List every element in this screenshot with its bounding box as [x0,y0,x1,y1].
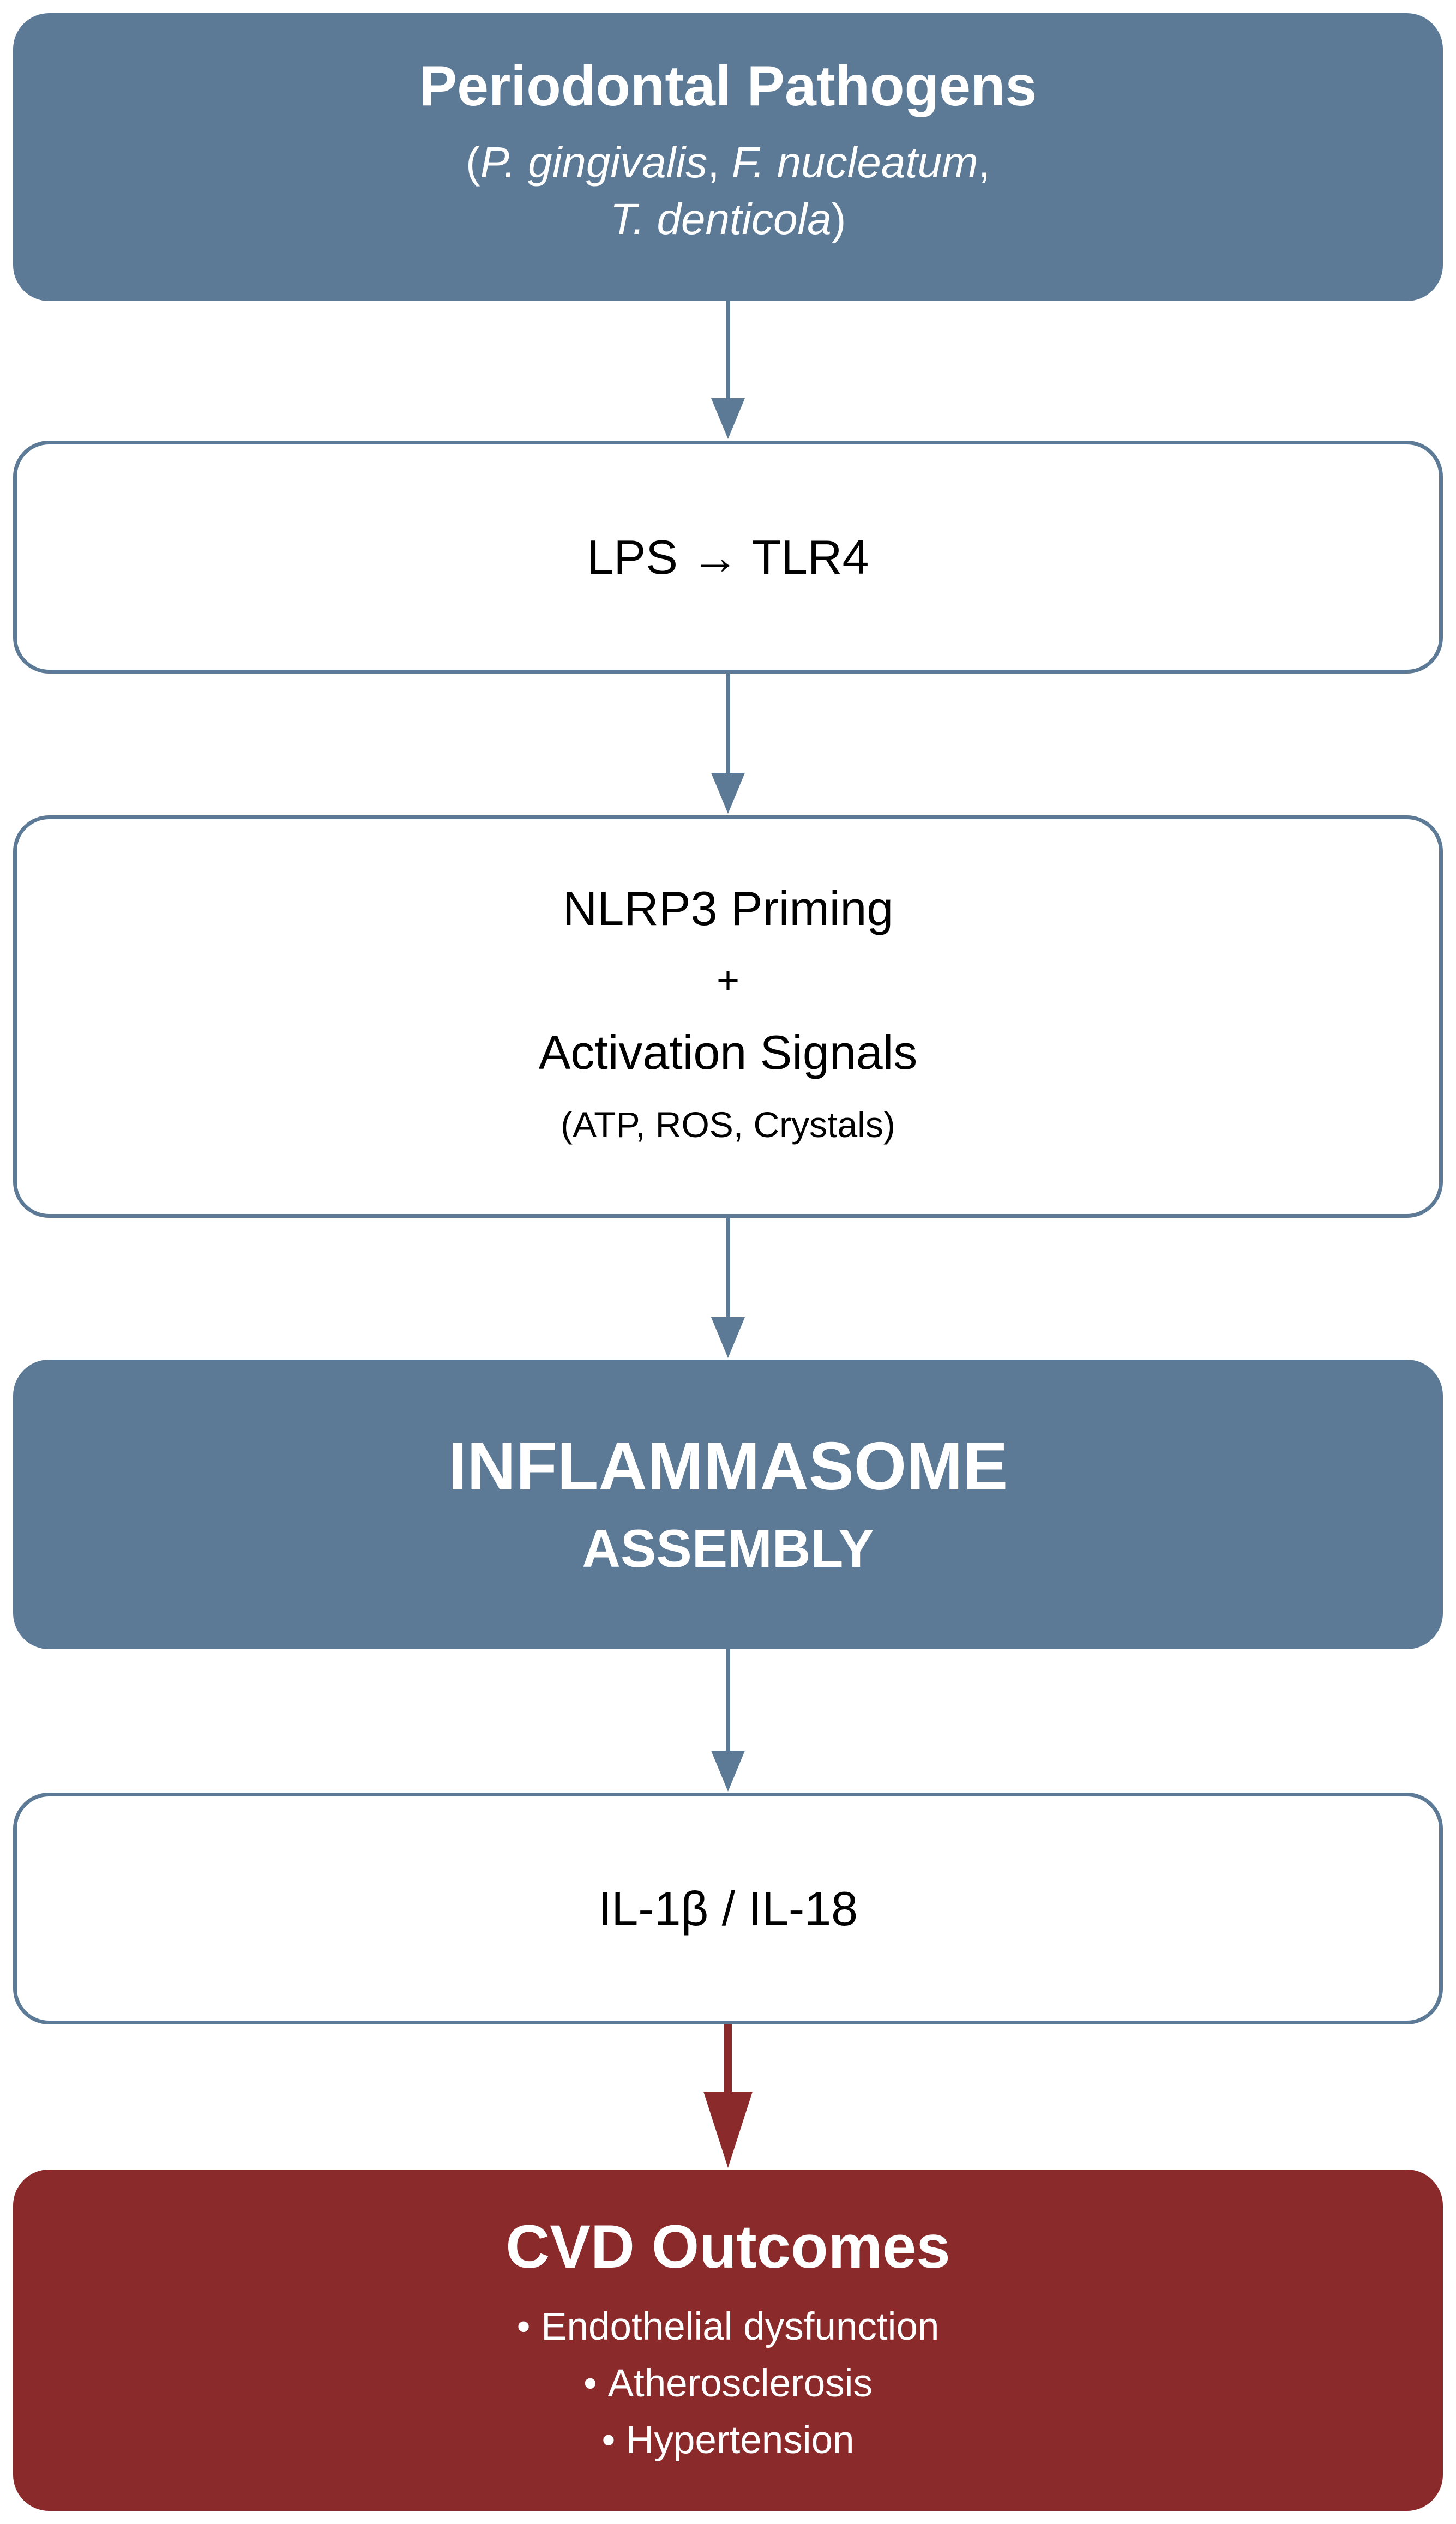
arrow-cytokines-to-cvd [703,2024,753,2168]
species-p-gingivalis: P. gingivalis [480,138,708,187]
nlrp3-priming: NLRP3 Priming [562,881,894,935]
pathogens-species: (P. gingivalis, F. nucleatum, T. denticol… [466,134,990,248]
cvd-outcomes-list: Endothelial dysfunction Atherosclerosis … [517,2299,940,2469]
outcome-endothelial-dysfunction: Endothelial dysfunction [517,2299,939,2355]
inflammasome-node: INFLAMMASOME ASSEMBLY [13,1360,1443,1649]
cvd-outcomes-node: CVD Outcomes Endothelial dysfunction Ath… [13,2170,1443,2511]
open-paren: ( [466,138,480,187]
pathogens-node: Periodontal Pathogens (P. gingivalis, F.… [13,13,1443,301]
cytokines-label: IL-1β / IL-18 [598,1881,858,1936]
lps-tlr4-label: LPS → TLR4 [587,530,869,584]
close-paren: ) [831,195,846,243]
species-t-denticola: T. denticola [610,195,832,243]
species-f-nucleatum: F. nucleatum [731,138,978,187]
arrow-nlrp3-to-inflammasome [711,1218,745,1358]
activation-examples: (ATP, ROS, Crystals) [561,1104,895,1145]
species-comma-1: , [707,138,732,187]
arrow-inflammasome-to-cytokines [711,1649,745,1792]
cvd-outcomes-title: CVD Outcomes [506,2213,950,2281]
arrow-pathogens-to-lps [711,301,745,439]
outcome-atherosclerosis: Atherosclerosis [517,2355,940,2412]
cytokines-node: IL-1β / IL-18 [13,1793,1443,2024]
inflammasome-title: INFLAMMASOME [448,1428,1008,1504]
activation-signals: Activation Signals [538,1025,918,1079]
plus-sign: + [716,959,740,1002]
nlrp3-node: NLRP3 Priming + Activation Signals (ATP,… [13,815,1443,1218]
pathogens-title: Periodontal Pathogens [419,55,1037,118]
arrow-lps-to-nlrp3 [711,674,745,814]
species-comma-2: , [978,138,990,187]
assembly-subtitle: ASSEMBLY [582,1518,874,1578]
outcome-hypertension: Hypertension [517,2412,940,2469]
lps-tlr4-node: LPS → TLR4 [13,441,1443,674]
